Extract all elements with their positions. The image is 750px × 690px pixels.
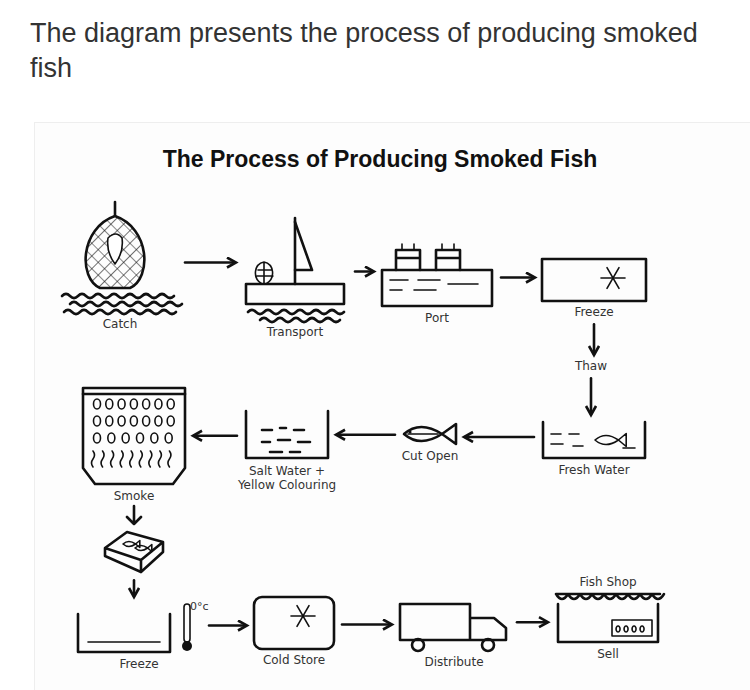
flow-arrow [501,276,534,279]
stage-catch: Catch [58,198,182,332]
stage-label: Port [423,310,451,326]
stage-transport: Transport [238,212,352,340]
smoker-illustration [79,384,189,488]
flow-arrow [209,624,246,627]
stage-label: Smoke [112,488,157,504]
stage-freeze: Freeze [538,256,650,320]
stage-label: Transport [265,324,325,340]
fishing-net-illustration [60,198,180,316]
stage-label: Catch [101,316,140,332]
truck-illustration [396,598,512,654]
stage-cut-open: Cut Open [388,420,472,464]
flow-arrow [337,433,395,436]
stage-freeze: Freeze [72,600,206,672]
stage-smoke: Smoke [76,384,192,576]
arrow-symbol [119,504,149,528]
freezer-illustration [539,256,649,304]
fish-shop-illustration [552,590,664,646]
stage-label: Fresh Water [556,462,631,478]
stage-label: Freeze [117,656,160,672]
cold-store-illustration [251,594,337,652]
stage-label: Salt Water + Yellow Colouring [228,463,346,494]
stage-sell: Fish ShopSell [548,574,668,663]
stage-label: Cut Open [400,448,461,464]
temperature-label: 0°c [190,600,220,614]
fish-tray-illustration [101,528,167,576]
stage-label: Distribute [422,654,485,670]
flow-arrow [355,270,373,273]
page-heading: The diagram presents the process of prod… [30,16,720,86]
stage-distribute: Distribute [392,598,516,670]
flow-arrow [517,621,547,624]
stage-label: Thaw [573,358,609,374]
boat-illustration [240,212,350,324]
port-illustration [378,240,496,310]
stage-label: Freeze [572,304,615,320]
stage-cold-store: Cold Store [248,594,340,668]
stage-label: Sell [595,646,621,662]
flow-arrow [342,623,391,626]
water-tank-illustration [539,418,649,462]
stage-thaw: Thaw [555,358,627,374]
stage-salt-water: Salt Water + Yellow Colouring [228,408,346,494]
diagram-title: The Process of Producing Smoked Fish [40,146,720,173]
flow-arrow [185,261,235,264]
salt-water-tank-illustration [242,408,332,463]
flow-arrow [133,580,136,596]
cut-fish-illustration [400,420,460,448]
flow-arrow [590,378,593,414]
flow-arrow [465,436,534,439]
stage-fresh-water: Fresh Water [538,418,650,478]
freeze-tray-illustration [74,600,204,656]
stage-label: Cold Store [261,652,327,668]
flow-arrow [194,434,237,437]
stage-port: Port [376,240,498,326]
stage-label: Fish Shop [577,574,638,590]
paper-sheet [34,122,750,690]
flow-arrow [593,324,596,354]
